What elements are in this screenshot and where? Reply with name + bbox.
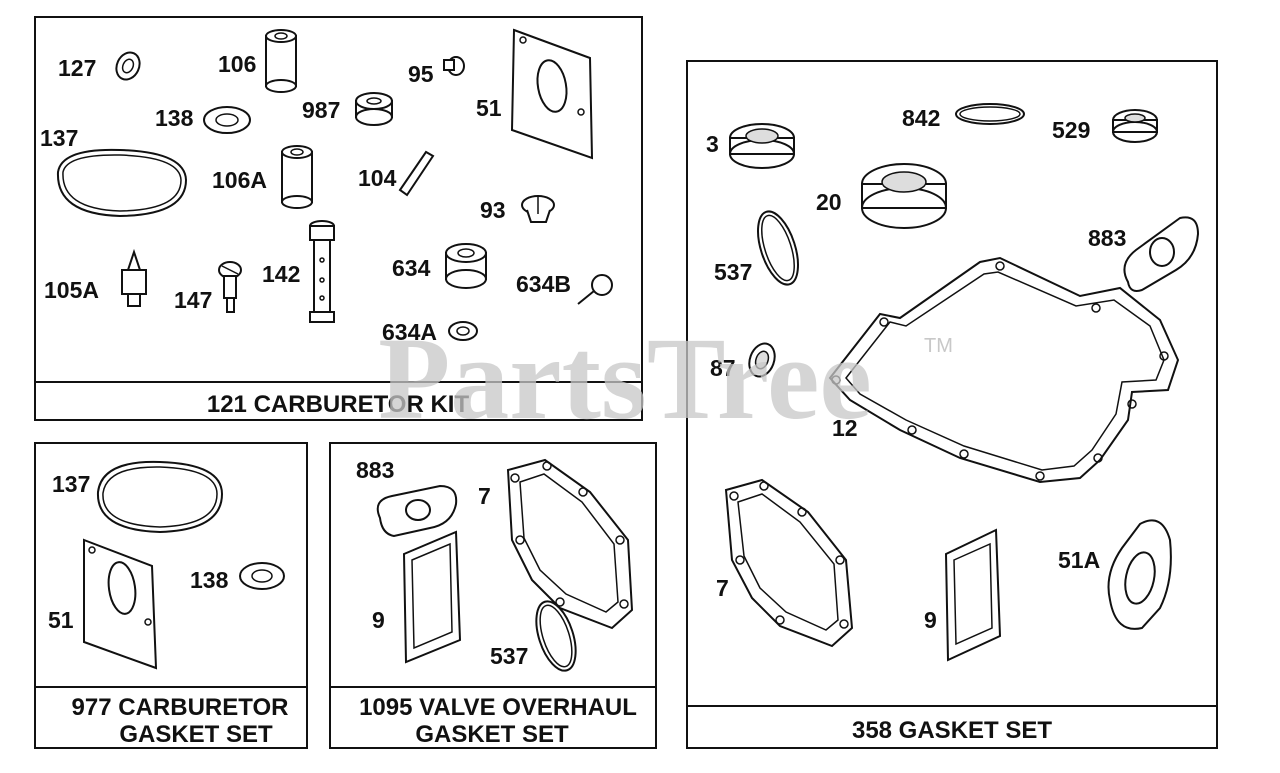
label-142: 142 <box>262 261 300 287</box>
part-137-ring-gasket-set <box>96 460 224 534</box>
carburetor-kit-frame <box>34 16 643 421</box>
carburetor-kit-panel: 121 CARBURETOR KIT 127 106 95 138 987 <box>34 16 643 421</box>
part-51A-gasket <box>1107 519 1172 630</box>
part-142-emulsion-tube <box>309 220 335 323</box>
gasket-set-panel: 358 GASKET SET 3 842 529 20 <box>686 60 1218 749</box>
label-537: 537 <box>714 259 752 285</box>
label-51A: 51A <box>1058 547 1100 573</box>
valve-overhaul-title-line1: 1095 VALVE OVERHAUL <box>359 694 637 721</box>
part-634A-washer <box>448 321 478 341</box>
watermark-trademark: TM <box>924 335 953 357</box>
part-883-intake-gasket-valve <box>376 484 458 538</box>
part-537-oring <box>757 210 799 286</box>
label-634: 634 <box>392 255 431 281</box>
part-95-screw <box>443 56 465 76</box>
part-138-washer <box>203 106 251 134</box>
label-12: 12 <box>832 415 858 441</box>
label-3: 3 <box>706 131 719 157</box>
part-106-sleeve <box>265 29 297 93</box>
part-104-pin <box>398 150 435 197</box>
part-3-oil-seal <box>729 123 795 169</box>
label-883-valve: 883 <box>356 457 394 483</box>
part-106A-sleeve <box>281 145 313 209</box>
label-634B: 634B <box>516 271 571 297</box>
part-529-grommet <box>1112 109 1158 143</box>
label-7: 7 <box>716 575 729 601</box>
carburetor-gasket-set-title-line2: GASKET SET <box>119 721 273 748</box>
watermark-text: PartsTree <box>378 313 872 444</box>
label-537-valve: 537 <box>490 643 528 669</box>
label-106: 106 <box>218 51 256 77</box>
label-106A: 106A <box>212 167 267 193</box>
label-9-valve: 9 <box>372 607 385 633</box>
part-93-valve <box>521 195 555 223</box>
label-634A: 634A <box>382 319 437 345</box>
label-105A: 105A <box>44 277 99 303</box>
part-883-intake-gasket <box>1123 216 1200 292</box>
part-987-bushing <box>355 92 393 126</box>
part-634B-spring-clip <box>577 274 613 305</box>
part-7-head-gasket <box>724 478 854 648</box>
parts-tree-watermark: PartsTree TM <box>378 313 953 444</box>
valve-overhaul-title-line2: GASKET SET <box>415 721 569 748</box>
part-51-gasket-set <box>83 538 158 670</box>
label-7-valve: 7 <box>478 483 491 509</box>
label-147: 147 <box>174 287 212 313</box>
label-127: 127 <box>58 55 96 81</box>
valve-overhaul-gasket-set-panel: 1095 VALVE OVERHAUL GASKET SET 883 7 9 5… <box>329 442 657 749</box>
label-93: 93 <box>480 197 506 223</box>
label-87: 87 <box>710 355 736 381</box>
label-529: 529 <box>1052 117 1090 143</box>
part-20-oil-seal <box>861 163 947 229</box>
part-137-ring-gasket <box>56 148 188 218</box>
label-987: 987 <box>302 97 340 123</box>
carburetor-gasket-set-panel: 977 CARBURETOR GASKET SET 137 138 51 <box>34 442 308 749</box>
part-12-sump-gasket <box>828 256 1180 484</box>
part-105A-needle <box>121 248 147 307</box>
label-137-gasket-set: 137 <box>52 471 90 497</box>
part-147-screw <box>218 261 242 313</box>
label-51: 51 <box>476 95 502 121</box>
part-87-seal <box>748 342 776 378</box>
label-95: 95 <box>408 61 434 87</box>
part-9-cover-gasket <box>944 528 1002 662</box>
label-9: 9 <box>924 607 937 633</box>
label-51-gasket-set: 51 <box>48 607 74 633</box>
label-842: 842 <box>902 105 940 131</box>
part-127-seal <box>115 51 141 81</box>
label-138: 138 <box>155 105 194 131</box>
gasket-set-title: 358 GASKET SET <box>852 717 1052 744</box>
carburetor-kit-title: 121 CARBURETOR KIT <box>207 391 470 418</box>
part-7-head-gasket-valve <box>506 458 634 630</box>
label-138-gasket-set: 138 <box>190 567 229 593</box>
label-137: 137 <box>40 125 78 151</box>
label-883: 883 <box>1088 225 1126 251</box>
label-104: 104 <box>358 165 397 191</box>
part-9-cover-gasket-valve <box>402 530 462 664</box>
part-842-oring <box>955 103 1025 125</box>
part-138-washer-gasket-set <box>239 562 285 590</box>
carburetor-gasket-set-title-line1: 977 CARBURETOR <box>72 694 289 721</box>
part-634-bushing <box>445 243 487 289</box>
part-51-gasket <box>510 28 594 160</box>
part-537-oring-valve <box>535 600 577 672</box>
label-20: 20 <box>816 189 842 215</box>
